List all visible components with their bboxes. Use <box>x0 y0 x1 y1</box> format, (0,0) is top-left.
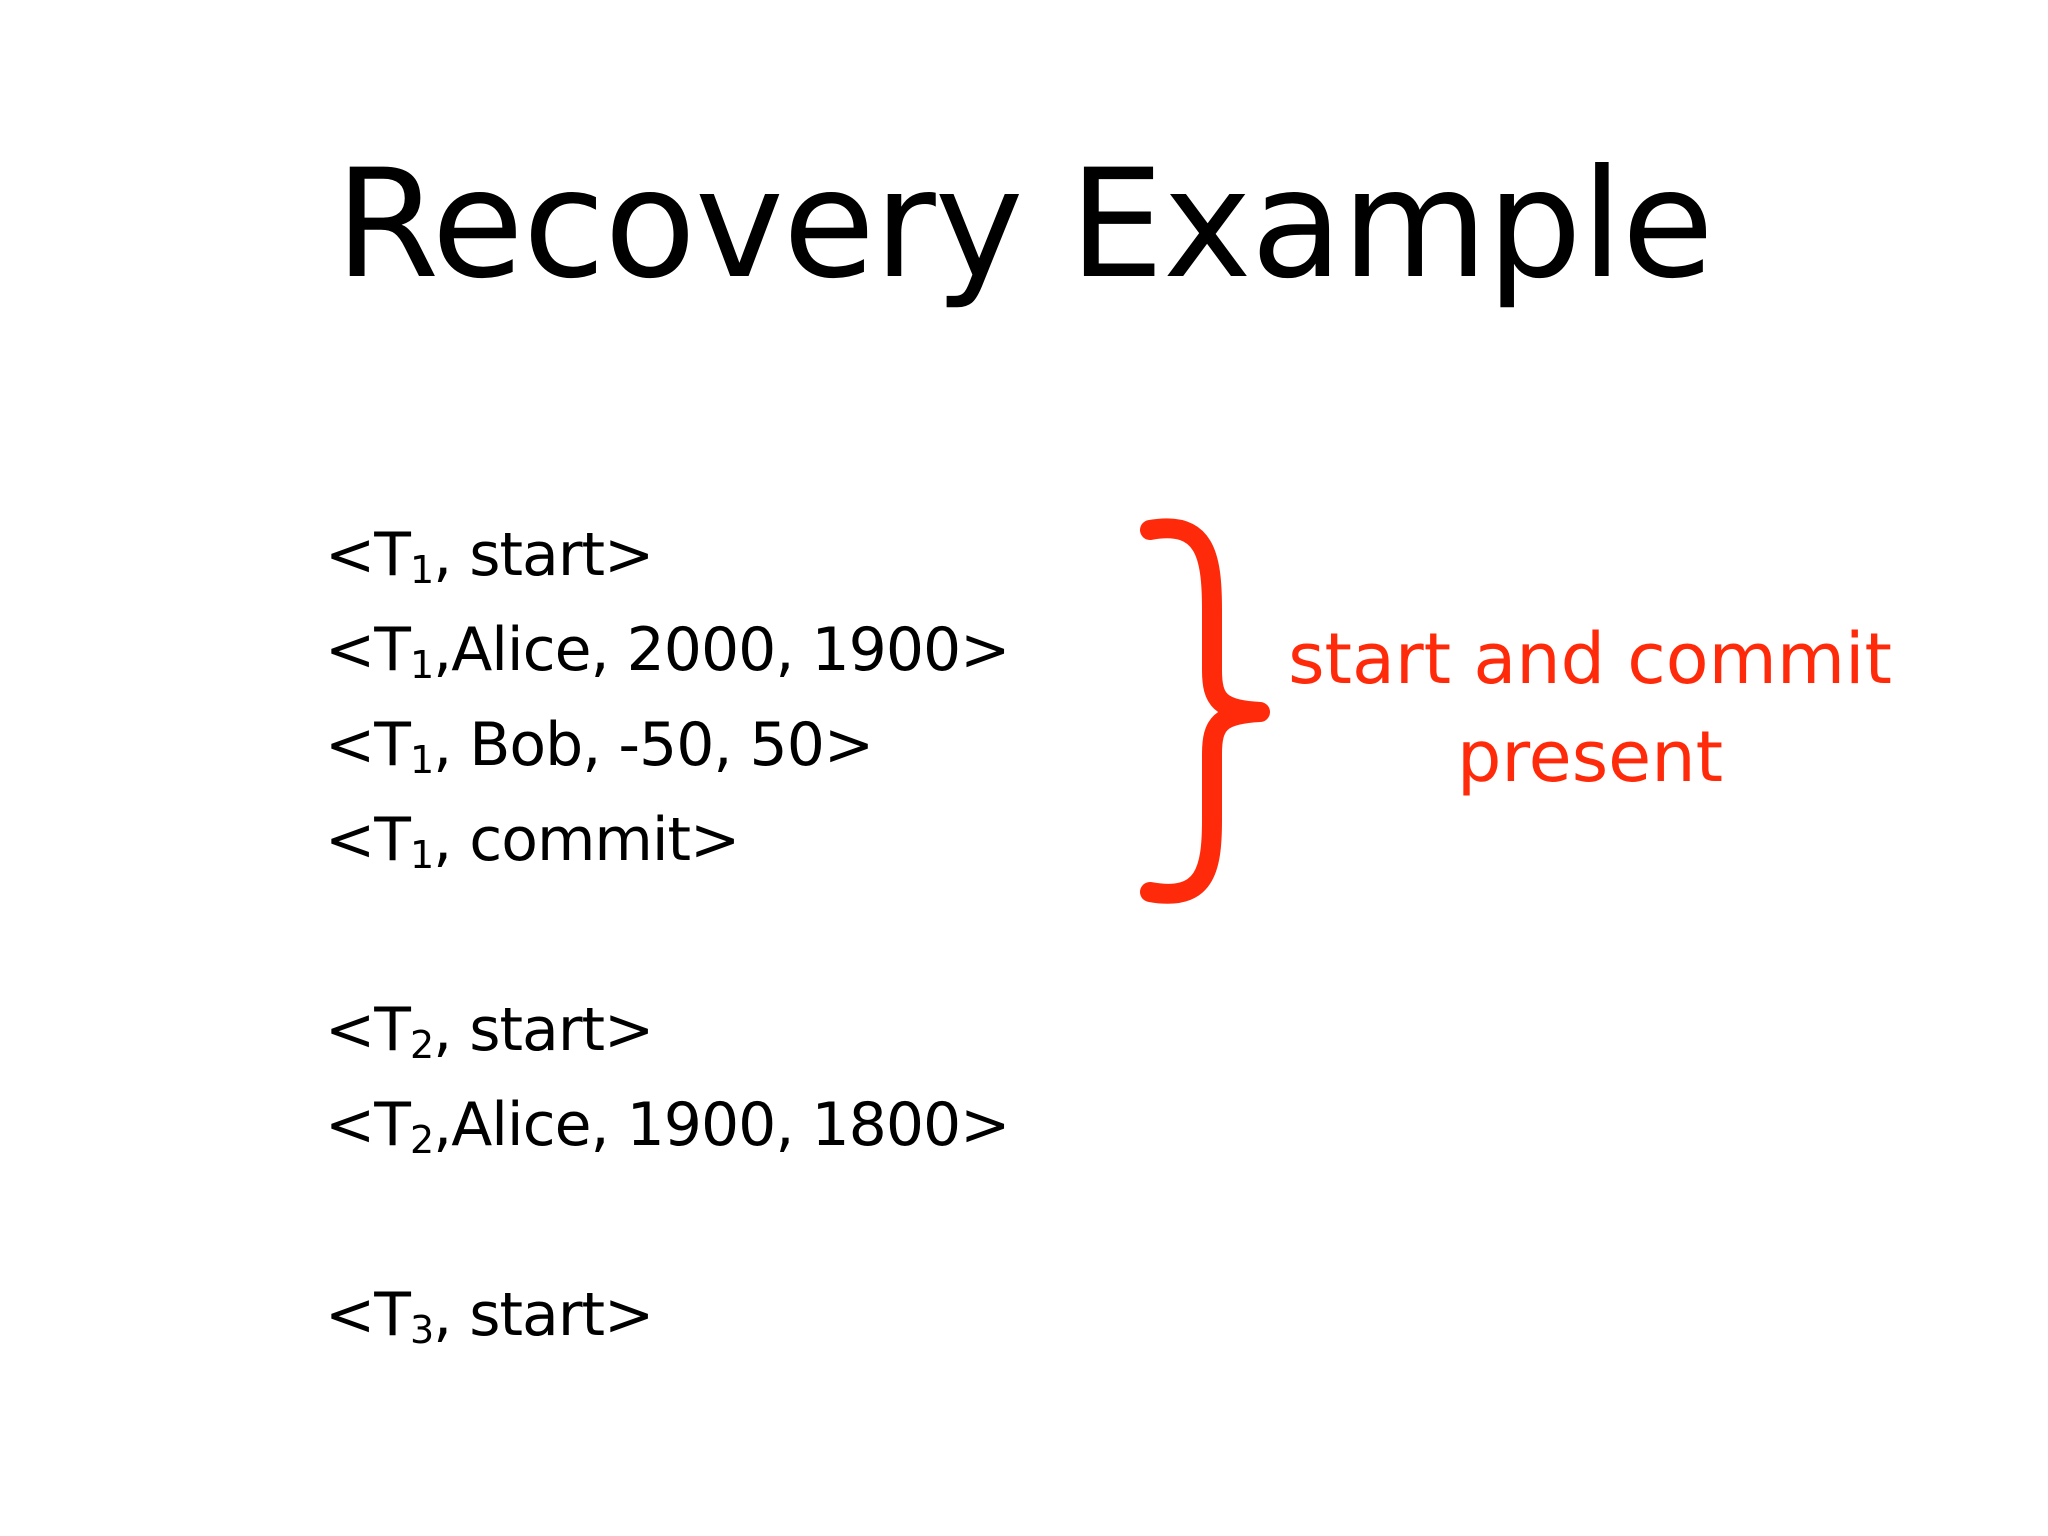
annotation-line-2: present <box>1456 716 1724 798</box>
log-entry-t2-start: <T2, start> <box>325 995 654 1067</box>
log-entry-t1-alice: <T1,Alice, 2000, 1900> <box>325 615 1010 687</box>
log-entry-t3-start: <T3, start> <box>325 1280 654 1352</box>
log-entry-t1-bob: <T1, Bob, -50, 50> <box>325 710 874 782</box>
annotation-line-1: start and commit <box>1288 618 1892 700</box>
log-entry-t1-start: <T1, start> <box>325 520 654 592</box>
curly-brace-icon <box>1140 518 1270 904</box>
slide-title: Recovery Example <box>335 138 1714 312</box>
log-entry-t2-alice: <T2,Alice, 1900, 1800> <box>325 1090 1010 1162</box>
log-entry-t1-commit: <T1, commit> <box>325 805 740 877</box>
annotation-start-and-commit-present: start and commit present <box>1250 610 1930 806</box>
